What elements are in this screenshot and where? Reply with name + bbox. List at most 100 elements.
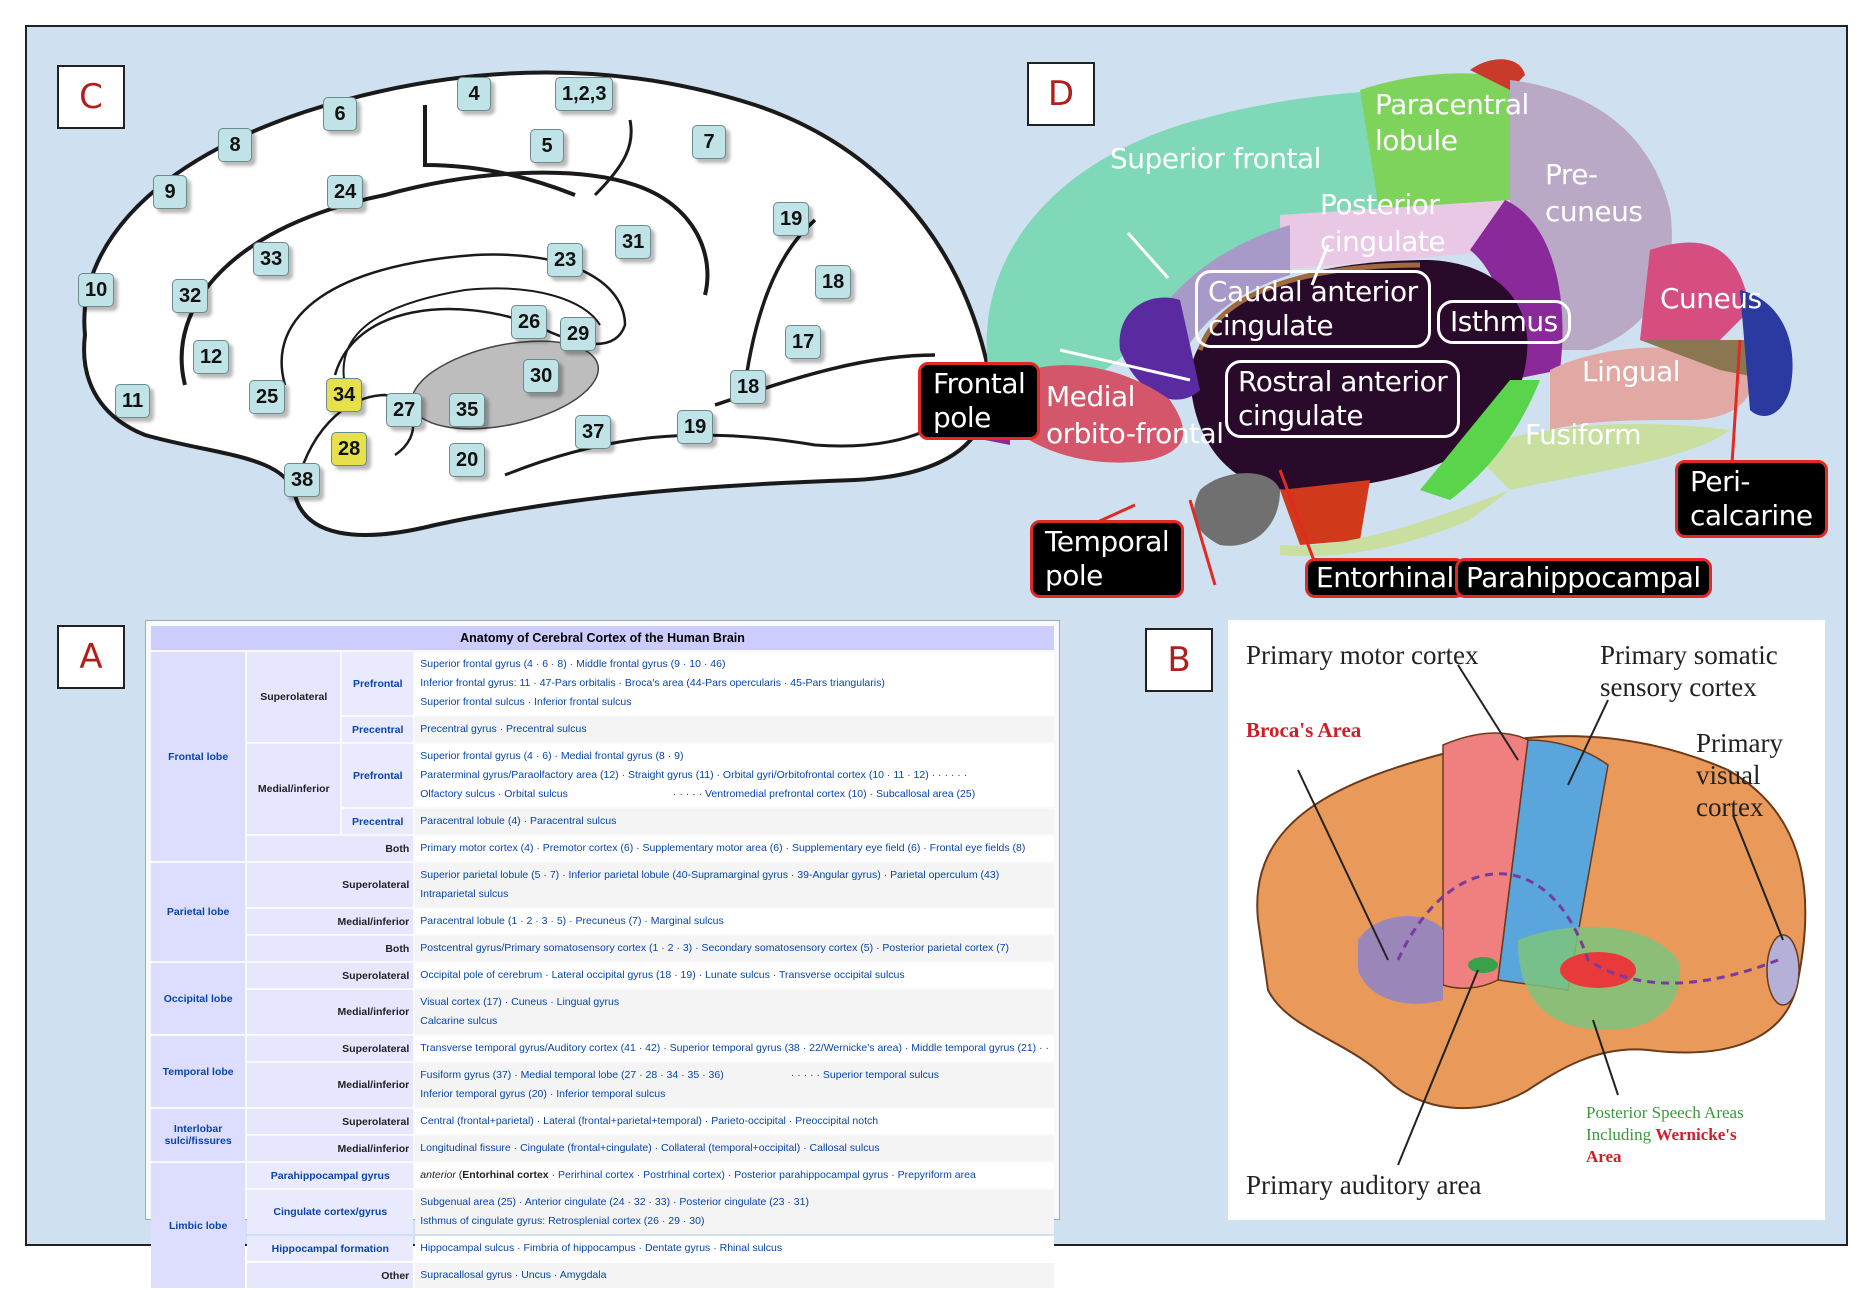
link-line[interactable]: Inferior frontal gyrus: 11 · 47-Pars orb… — [420, 677, 885, 689]
link-line[interactable]: Primary motor cortex (4) · Premotor cort… — [420, 842, 1026, 854]
brodmann-area-5: 5 — [530, 129, 564, 163]
link-line[interactable]: Paracentral lobule (4) · Paracentral sul… — [420, 815, 617, 827]
link-list[interactable]: Paracentral lobule (4) · Paracentral sul… — [415, 809, 1054, 834]
sub-header: Superolateral — [247, 1109, 414, 1134]
region-entorhinal — [1280, 480, 1370, 545]
link-line[interactable]: Olfactory sulcus · Orbital sulcus · · · … — [420, 788, 976, 800]
link-line[interactable]: Central (frontal+parietal) · Lateral (fr… — [420, 1115, 879, 1127]
link-list[interactable]: Superior frontal gyrus (4 · 6 · 8) · Mid… — [415, 652, 1054, 715]
panel-b-letter: B — [1145, 628, 1213, 692]
link-line[interactable]: Superior frontal gyrus (4 · 6 · 8) · Mid… — [420, 658, 726, 670]
link-list[interactable]: Supracallosal gyrus · Uncus · Amygdala — [415, 1263, 1054, 1288]
label-primary-somatic-2: sensory cortex — [1600, 672, 1757, 702]
link-line[interactable]: Fusiform gyrus (37) · Medial temporal lo… — [420, 1069, 940, 1081]
leader-broca — [1297, 769, 1389, 961]
lobe-header[interactable]: Occipital lobe — [151, 963, 246, 1034]
lobe-header[interactable]: Interlobar sulci/fissures — [151, 1109, 246, 1161]
label-primary-motor-cortex: Primary motor cortex — [1246, 640, 1479, 670]
brodmann-area-18: 18 — [730, 370, 767, 404]
link-line[interactable]: Longitudinal fissure · Cingulate (fronta… — [420, 1142, 880, 1154]
link-line[interactable]: Occipital pole of cerebrum · Lateral occ… — [420, 969, 905, 981]
sub2-header[interactable]: Prefrontal — [342, 652, 414, 715]
central-sulcus — [423, 105, 576, 197]
link-line[interactable]: Transverse temporal gyrus/Auditory corte… — [420, 1042, 1049, 1054]
uncus-outline — [293, 393, 415, 496]
sub2-header[interactable]: Precentral — [342, 717, 414, 742]
label-posterior-cingulate-2: cingulate — [1320, 225, 1446, 258]
label-fusiform: Fusiform — [1525, 418, 1641, 451]
link-list[interactable]: Visual cortex (17) · Cuneus · Lingual gy… — [415, 990, 1054, 1034]
link-line[interactable]: anterior (Entorhinal cortex · Perirhinal… — [420, 1169, 976, 1181]
link-line[interactable]: Isthmus of cingulate gyrus: Retrosplenia… — [420, 1215, 705, 1227]
link-line[interactable]: Calcarine sulcus — [420, 1015, 498, 1027]
arcuate-pathway — [1396, 872, 1779, 985]
link-line[interactable]: Hippocampal sulcus · Fimbria of hippocam… — [420, 1242, 783, 1254]
lobe-header[interactable]: Temporal lobe — [151, 1036, 246, 1107]
sub-header: Medial/inferior — [247, 909, 414, 934]
posterior-speech-line-1: Posterior Speech Areas — [1586, 1103, 1744, 1122]
link-list[interactable]: Fusiform gyrus (37) · Medial temporal lo… — [415, 1063, 1054, 1107]
link-list[interactable]: Occipital pole of cerebrum · Lateral occ… — [415, 963, 1054, 988]
collateral-sulcus — [504, 413, 956, 477]
link-line[interactable]: Precentral gyrus · Precentral sulcus — [420, 723, 587, 735]
rostral-line-1: Rostral anterior — [1238, 365, 1448, 398]
area-text: Area — [1586, 1147, 1622, 1166]
link-list[interactable]: Superior frontal gyrus (4 · 6) · Medial … — [415, 744, 1054, 807]
sub-header: Both — [247, 936, 414, 961]
brodmann-area-9: 9 — [153, 175, 187, 209]
lobe-header[interactable]: Frontal lobe — [151, 652, 246, 861]
link-list[interactable]: Paracentral lobule (1 · 2 · 3 · 5) · Pre… — [415, 909, 1054, 934]
sub-header[interactable]: Parahippocampal gyrus — [247, 1163, 414, 1188]
frontal-pole-line-2: pole — [933, 401, 991, 434]
link-line[interactable]: Paracentral lobule (1 · 2 · 3 · 5) · Pre… — [420, 915, 724, 927]
region-paracentral — [1360, 73, 1520, 218]
callout-entorhinal: Entorhinal — [1305, 558, 1465, 598]
sub-header[interactable]: Hippocampal formation — [247, 1236, 414, 1261]
region-rostral-anterior-cingulate — [1119, 297, 1200, 400]
link-list[interactable]: Central (frontal+parietal) · Lateral (fr… — [415, 1109, 1054, 1134]
link-list[interactable]: Longitudinal fissure · Cingulate (fronta… — [415, 1136, 1054, 1161]
label-precuneus-1: Pre- — [1545, 158, 1598, 191]
region-medial-wall — [1190, 260, 1528, 490]
link-list[interactable]: Transverse temporal gyrus/Auditory corte… — [415, 1036, 1054, 1061]
lobe-header[interactable]: Limbic lobe — [151, 1163, 246, 1288]
link-list[interactable]: Subgenual area (25) · Anterior cingulate… — [415, 1190, 1054, 1234]
brodmann-area-4: 4 — [457, 77, 491, 111]
label-primary-somatic-1: Primary somatic — [1600, 640, 1778, 670]
link-list[interactable]: Precentral gyrus · Precentral sulcus — [415, 717, 1054, 742]
link-line[interactable]: Superior parietal lobule (5 · 7) · Infer… — [420, 869, 1000, 881]
region-medial-orbitofrontal — [1005, 365, 1184, 463]
link-list[interactable]: Hippocampal sulcus · Fimbria of hippocam… — [415, 1236, 1054, 1261]
lobe-header[interactable]: Parietal lobe — [151, 863, 246, 961]
link-line[interactable]: Inferior temporal gyrus (20) · Inferior … — [420, 1088, 666, 1100]
link-line[interactable]: Superior frontal sulcus · Inferior front… — [420, 696, 632, 708]
brodmann-area-6: 6 — [323, 97, 357, 131]
sub-header: Superolateral — [247, 863, 414, 907]
sub-header[interactable]: Cingulate cortex/gyrus — [247, 1190, 414, 1234]
link-list[interactable]: Superior parietal lobule (5 · 7) · Infer… — [415, 863, 1054, 907]
link-list[interactable]: Primary motor cortex (4) · Premotor cort… — [415, 836, 1054, 861]
leader-sensory — [1567, 699, 1609, 786]
label-cuneus: Cuneus — [1660, 282, 1762, 315]
link-line[interactable]: Intraparietal sulcus — [420, 888, 509, 900]
link-line[interactable]: Paraterminal gyrus/Paraolfactory area (1… — [420, 769, 968, 781]
sub2-header[interactable]: Prefrontal — [342, 744, 414, 807]
link-line[interactable]: Subgenual area (25) · Anterior cingulate… — [420, 1196, 809, 1208]
brodmann-area-24: 24 — [327, 175, 364, 209]
pericalcarine-line-1: Peri- — [1690, 465, 1751, 498]
link-line[interactable]: Postcentral gyrus/Primary somatosensory … — [420, 942, 1010, 954]
brodmann-area-37: 37 — [575, 415, 612, 449]
panel-a-letter: A — [57, 625, 125, 689]
link-list[interactable]: Postcentral gyrus/Primary somatosensory … — [415, 936, 1054, 961]
broca-region — [1358, 916, 1443, 1004]
sub2-header[interactable]: Precentral — [342, 809, 414, 834]
region-fusiform — [1470, 424, 1730, 490]
fornix-line — [342, 287, 601, 386]
link-list[interactable]: anterior (Entorhinal cortex · Perirhinal… — [415, 1163, 1054, 1188]
link-line[interactable]: Superior frontal gyrus (4 · 6) · Medial … — [420, 750, 684, 762]
sub-header: Superolateral — [247, 963, 414, 988]
leader-isthmus — [1310, 244, 1330, 286]
link-line[interactable]: Visual cortex (17) · Cuneus · Lingual gy… — [420, 996, 620, 1008]
